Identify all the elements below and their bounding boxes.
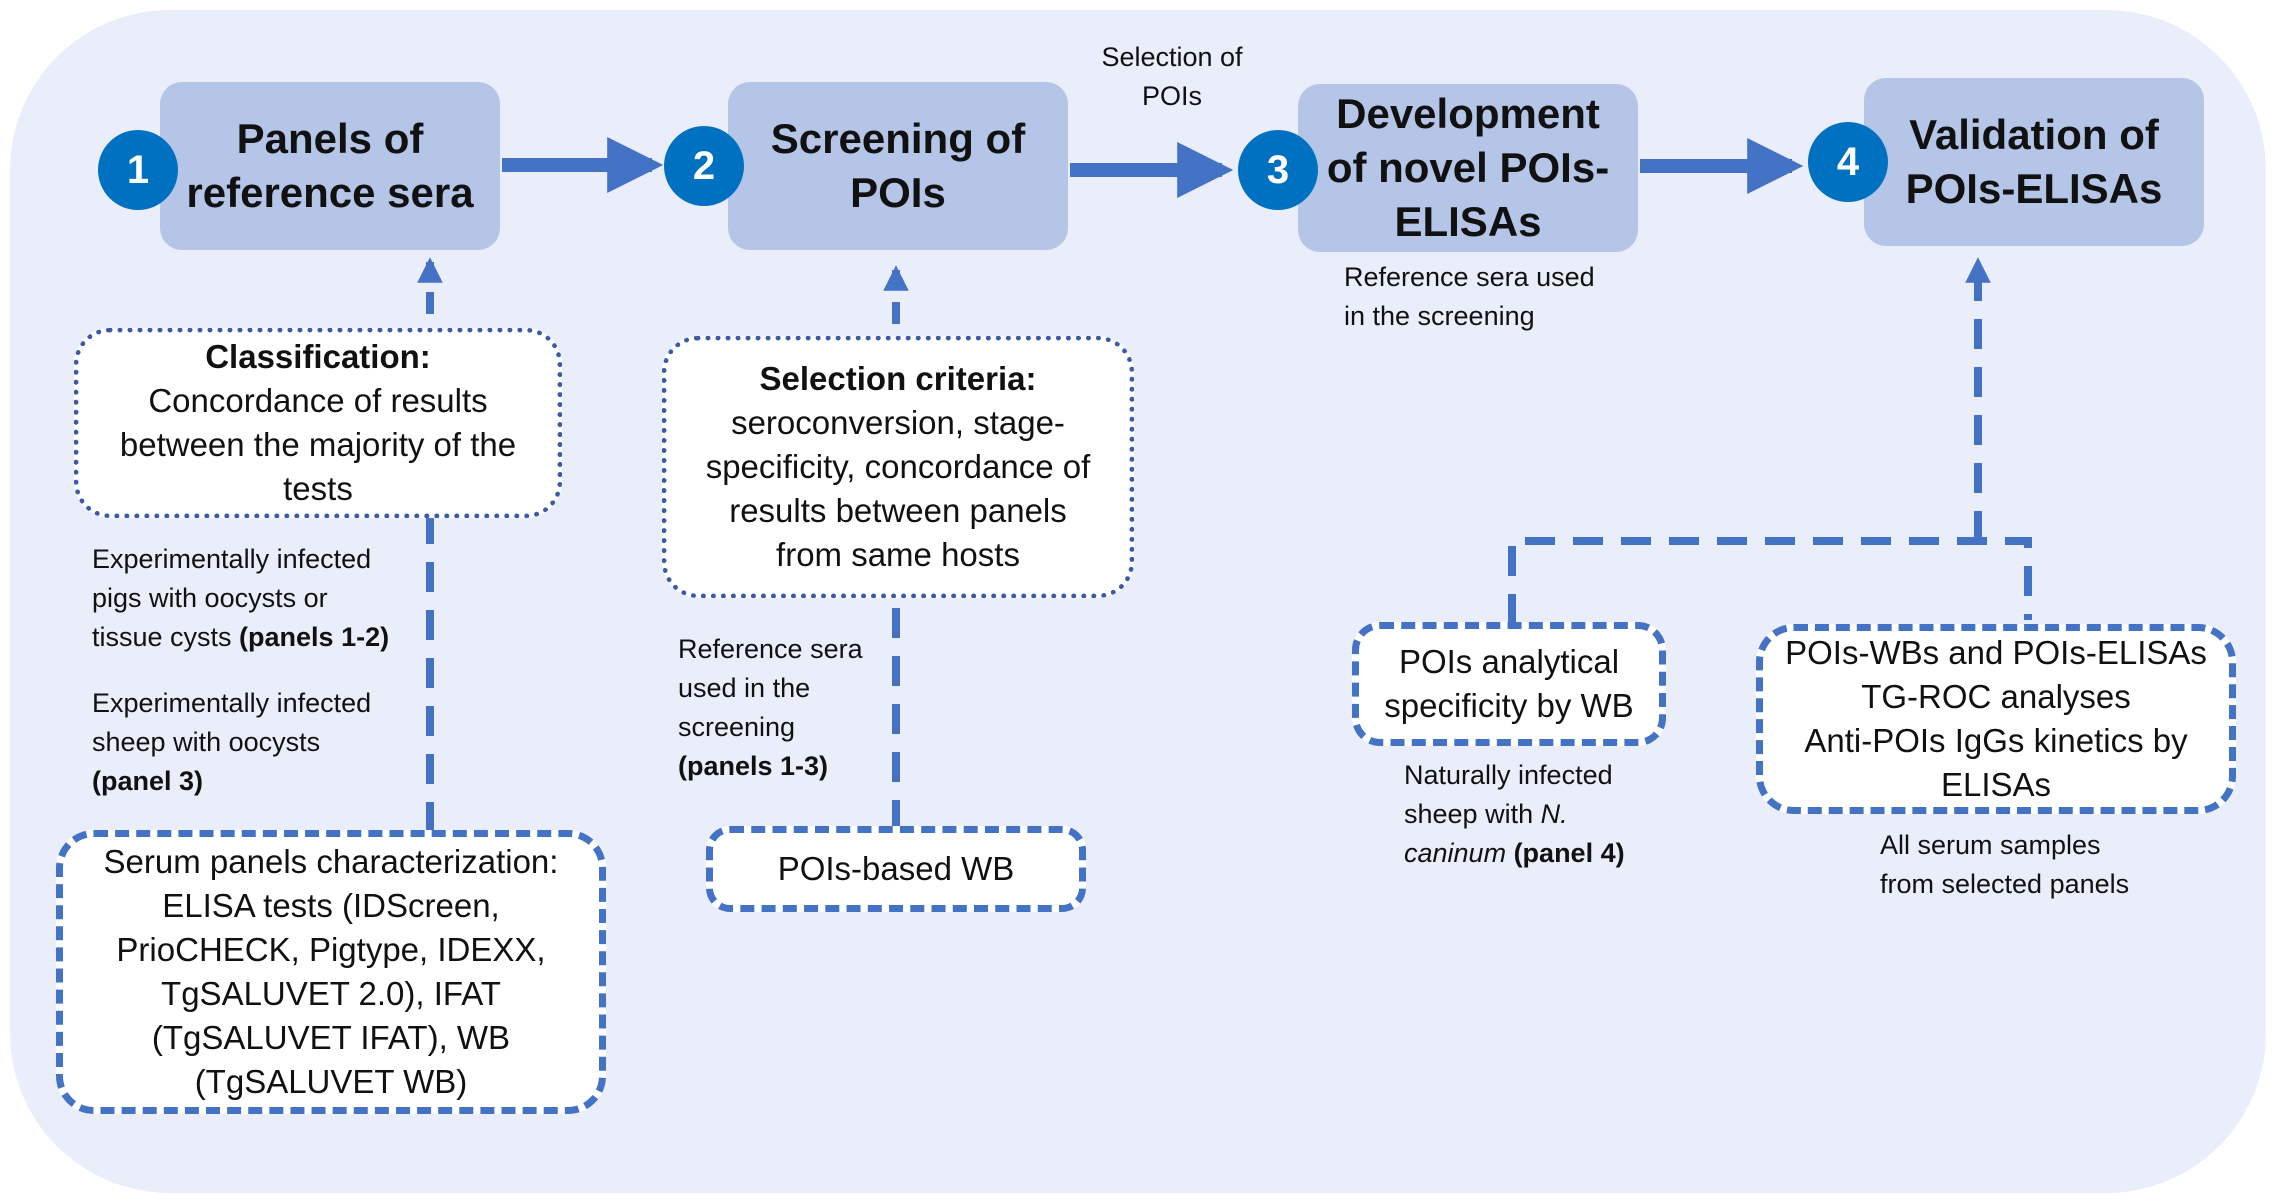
note-naturally-infected: Naturally infected sheep with N. caninum…	[1404, 760, 1625, 868]
note-experimental-sheep: Experimentally infected sheep with oocys…	[92, 688, 372, 796]
pois-based-wb-box: POIs-based WB	[706, 826, 1086, 912]
serum-panels-box: Serum panels characterization: ELISA tes…	[56, 830, 606, 1114]
step-3-badge: 3	[1238, 130, 1318, 210]
step-4-badge: 4	[1808, 122, 1888, 202]
note-experimental-pigs: Experimentally infected pigs with oocyst…	[92, 544, 390, 652]
connector-bracket-stage-4	[1508, 537, 2032, 624]
pois-specificity-box: POIs analytical specificity by WB	[1352, 622, 1666, 746]
note-all-serum-samples: All serum samples from selected panels	[1880, 830, 2130, 899]
step-2-badge: 2	[664, 126, 744, 206]
step-1-badge: 1	[98, 130, 178, 210]
note-screening-sera: Reference sera used in the screening (pa…	[678, 634, 863, 781]
selection-criteria-box: Selection criteria: seroconversion, stag…	[662, 336, 1134, 598]
note-stage-3-sera: Reference sera used in the screening	[1344, 262, 1595, 331]
pois-validation-box: POIs-WBs and POIs-ELISAs TG-ROC analyses…	[1756, 624, 2236, 814]
classification-box: Classification: Concordance of results b…	[74, 328, 562, 518]
